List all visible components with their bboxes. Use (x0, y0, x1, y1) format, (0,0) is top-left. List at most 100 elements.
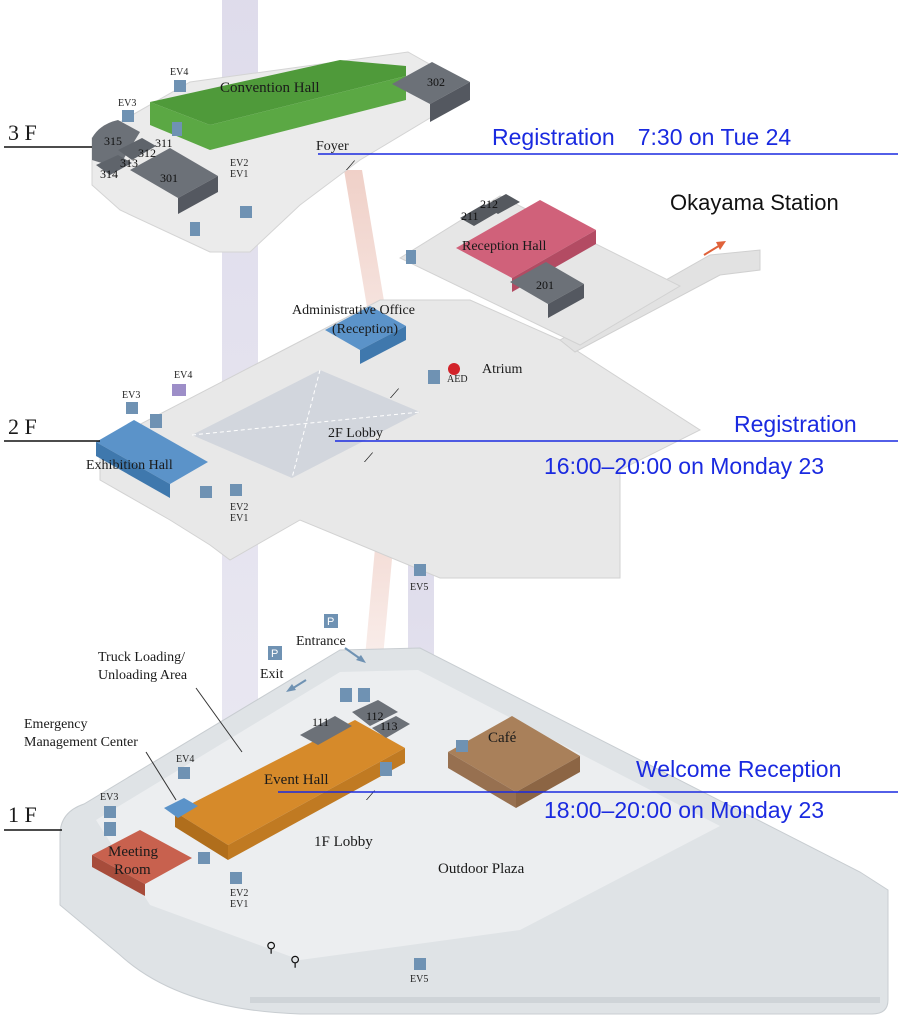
station-arrowhead (716, 241, 726, 250)
ev3-3f-icon (122, 110, 134, 122)
parking-sign-exit (268, 646, 282, 660)
ev4-1f-label: EV4 (176, 754, 194, 765)
room-315-block (92, 120, 140, 168)
registration-3f-note: Registration 7:30 on Tue 24 (492, 124, 791, 150)
registration-2f-title: Registration (734, 411, 857, 437)
cafe-top (448, 716, 580, 792)
exhibition-hall-top (96, 420, 208, 484)
ev3-2f-label: EV3 (122, 390, 140, 401)
convention-hall-body (150, 76, 406, 150)
cafe-front (448, 752, 516, 808)
event-hall-top (175, 720, 405, 845)
emergency-center (164, 798, 198, 818)
registration-2f-time: 16:00–20:00 on Monday 23 (544, 453, 824, 479)
room-212-label: 212 (480, 197, 498, 211)
atrium-diagonal (191, 369, 421, 479)
lobby-2f-label: 2F Lobby (328, 426, 383, 441)
room-302-top (392, 62, 470, 104)
convention-hall-top (150, 60, 406, 125)
ev2-2f-label: EV2 (230, 502, 248, 513)
restroom-icon-3f-c (240, 206, 252, 218)
meeting-room-top (92, 830, 192, 884)
room-201-label: 201 (536, 278, 554, 292)
ev5-1f-icon (414, 958, 426, 970)
welcome-reception-title: Welcome Reception (636, 756, 841, 782)
exit-label: Exit (260, 667, 283, 682)
ev1-2f-label: EV1 (230, 513, 248, 524)
restroom-icon-2f-b (406, 250, 416, 264)
aed-label: AED (447, 374, 468, 385)
exhibition-hall-label: Exhibition Hall (86, 458, 173, 473)
ev1-3f-label: EV1 (230, 169, 248, 180)
parking-sign-exit-label: P (271, 648, 278, 660)
room-111 (300, 716, 352, 745)
floor-3f: ⟋ (91, 51, 470, 253)
room-313-label: 313 (120, 156, 138, 170)
room-301-label: 301 (160, 171, 178, 185)
ev4-3f-label: EV4 (170, 67, 188, 78)
ev4-2f-label: EV4 (174, 370, 192, 381)
admin-office-label: Administrative Office (292, 303, 415, 318)
floor-label-1f: 1 F (8, 802, 37, 827)
escalator-icon-2f-b: ⟋ (364, 451, 374, 466)
bicycle-icon-2: ⚲ (290, 954, 300, 970)
event-hall-label: Event Hall (264, 772, 329, 788)
phone-icon-1f (198, 852, 210, 864)
entrance-label: Entrance (296, 634, 346, 649)
bicycle-icon: ⚲ (266, 940, 276, 956)
room-113 (372, 716, 410, 738)
room-313-block (118, 138, 156, 160)
admin-office-side (360, 326, 406, 364)
floor-1f-inner (96, 670, 720, 960)
parking-sign-entrance-label: P (327, 616, 334, 628)
room-314-label: 314 (100, 167, 118, 181)
truck-area-label: Truck Loading/ (98, 650, 185, 665)
restroom-icon-1f-c (380, 762, 392, 776)
escalator-icon-1f: ⟋ (366, 789, 376, 804)
ev3-1f-icon (104, 806, 116, 818)
ev5-2f-label: EV5 (410, 582, 428, 593)
event-hall-front (175, 812, 228, 860)
ev2-1f-icon (230, 872, 242, 884)
room-113-label: 113 (380, 719, 398, 733)
meeting-room-label: Meeting (108, 844, 158, 860)
emergency-leader (145, 751, 177, 801)
room-302-label: 302 (427, 75, 445, 89)
restroom-icon-3f (172, 122, 182, 136)
aed-icon (448, 363, 460, 375)
phone-icon-2f (200, 486, 212, 498)
atrium-label: Atrium (482, 362, 523, 377)
truck-area-leader (195, 687, 243, 753)
admin-office-top (325, 306, 406, 350)
elevator-icon-cafe (456, 740, 468, 752)
room-312-label: 312 (138, 146, 156, 160)
restroom-icon-2f-c (428, 370, 440, 384)
ev3-1f-label: EV3 (100, 792, 118, 803)
restroom-icon-2f (150, 414, 162, 428)
foyer-label: Foyer (316, 139, 349, 154)
room-201-side (548, 284, 584, 318)
ev1-1f-label: EV1 (230, 899, 248, 910)
emergency-center-label: Emergency (24, 717, 88, 732)
ev2-2f-icon (230, 484, 242, 496)
room-201-top (510, 262, 584, 304)
welcome-reception-time: 18:00–20:00 on Monday 23 (544, 797, 824, 823)
room-301-side (178, 176, 218, 214)
exhibition-hall-front (96, 442, 170, 498)
floor-2f: ⟋ ⟋ (96, 194, 761, 579)
ev4-3f-icon (174, 80, 186, 92)
escalator-icon-2f-a: ⟋ (390, 387, 400, 402)
ev2-1f-label: EV2 (230, 888, 248, 899)
meeting-room-front (92, 855, 145, 896)
room-112 (352, 700, 398, 726)
floor-label-2f: 2 F (8, 414, 37, 439)
outdoor-plaza-label: Outdoor Plaza (438, 861, 525, 877)
emergency-center-label-2: Management Center (24, 735, 138, 750)
parking-sign-entrance (324, 614, 338, 628)
cafe-side (516, 756, 580, 808)
restroom-icon-1f-d (104, 822, 116, 836)
ev3-2f-icon (126, 402, 138, 414)
event-hall-side (228, 748, 405, 860)
room-211 (460, 204, 498, 226)
